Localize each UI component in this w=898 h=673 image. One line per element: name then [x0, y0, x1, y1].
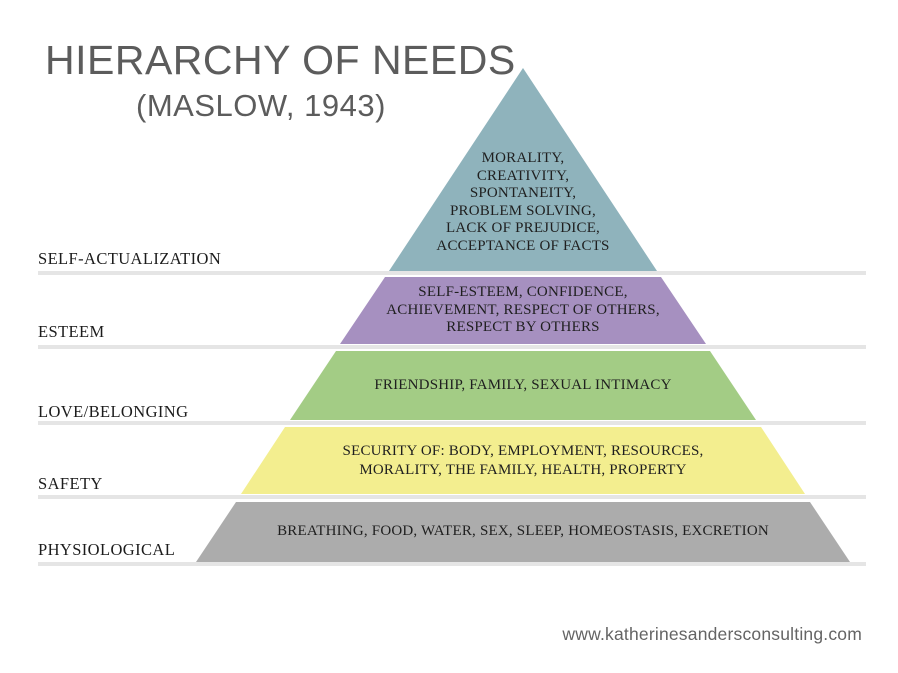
website-url: www.katherinesandersconsulting.com — [562, 624, 862, 644]
page-subtitle: (MASLOW, 1943) — [136, 88, 386, 123]
tier-label-esteem: ESTEEM — [38, 322, 105, 341]
tier-items-safety: SECURITY OF: BODY, EMPLOYMENT, RESOURCES… — [342, 442, 704, 478]
tier-label-safety: SAFETY — [38, 474, 103, 493]
tier-label-self-actualization: SELF-ACTUALIZATION — [38, 249, 222, 268]
tier-label-physiological: PHYSIOLOGICAL — [38, 540, 176, 559]
tier-items-esteem: SELF-ESTEEM, CONFIDENCE, ACHIEVEMENT, RE… — [386, 284, 660, 336]
pyramid-diagram: MORALITY, CREATIVITY, SPONTANEITY, PROBL… — [196, 68, 850, 562]
tier-divider-line — [38, 421, 866, 425]
tier-divider-line — [38, 495, 866, 499]
tier-safety: SECURITY OF: BODY, EMPLOYMENT, RESOURCES… — [241, 427, 805, 494]
page-title: HIERARCHY OF NEEDS — [45, 37, 516, 83]
tier-items-physiological: BREATHING, FOOD, WATER, SEX, SLEEP, HOME… — [277, 523, 769, 540]
tier-label-love-belonging: LOVE/BELONGING — [38, 402, 189, 421]
tier-esteem: SELF-ESTEEM, CONFIDENCE, ACHIEVEMENT, RE… — [340, 277, 706, 344]
tier-divider-line — [38, 562, 866, 566]
tier-items-self-actualization: MORALITY, CREATIVITY, SPONTANEITY, PROBL… — [436, 150, 610, 254]
tier-self-actualization: MORALITY, CREATIVITY, SPONTANEITY, PROBL… — [389, 68, 657, 271]
tier-divider-line — [38, 271, 866, 275]
tier-love-belonging: FRIENDSHIP, FAMILY, SEXUAL INTIMACY — [290, 351, 756, 420]
tier-items-love-belonging: FRIENDSHIP, FAMILY, SEXUAL INTIMACY — [374, 376, 672, 393]
tier-divider-line — [38, 345, 866, 349]
title-block: HIERARCHY OF NEEDS (MASLOW, 1943) — [45, 37, 516, 124]
tier-physiological: BREATHING, FOOD, WATER, SEX, SLEEP, HOME… — [196, 502, 850, 562]
